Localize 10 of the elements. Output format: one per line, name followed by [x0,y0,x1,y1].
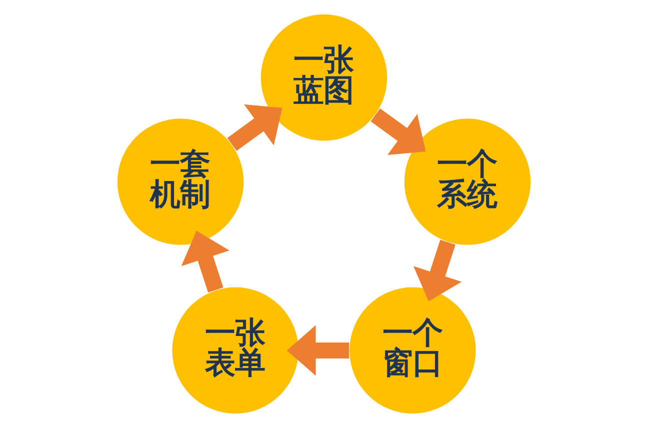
arrow [181,230,230,292]
node-circle: 一套机制 [117,118,244,245]
node-circle: 一个窗口 [350,287,476,414]
node-circle: 一个系统 [404,118,531,245]
node-circle: 一张表单 [172,287,298,414]
arrow [370,108,426,155]
arrow [286,325,350,376]
node-circle: 一张蓝图 [260,14,388,141]
arrow [227,104,282,151]
arrow [413,240,462,302]
